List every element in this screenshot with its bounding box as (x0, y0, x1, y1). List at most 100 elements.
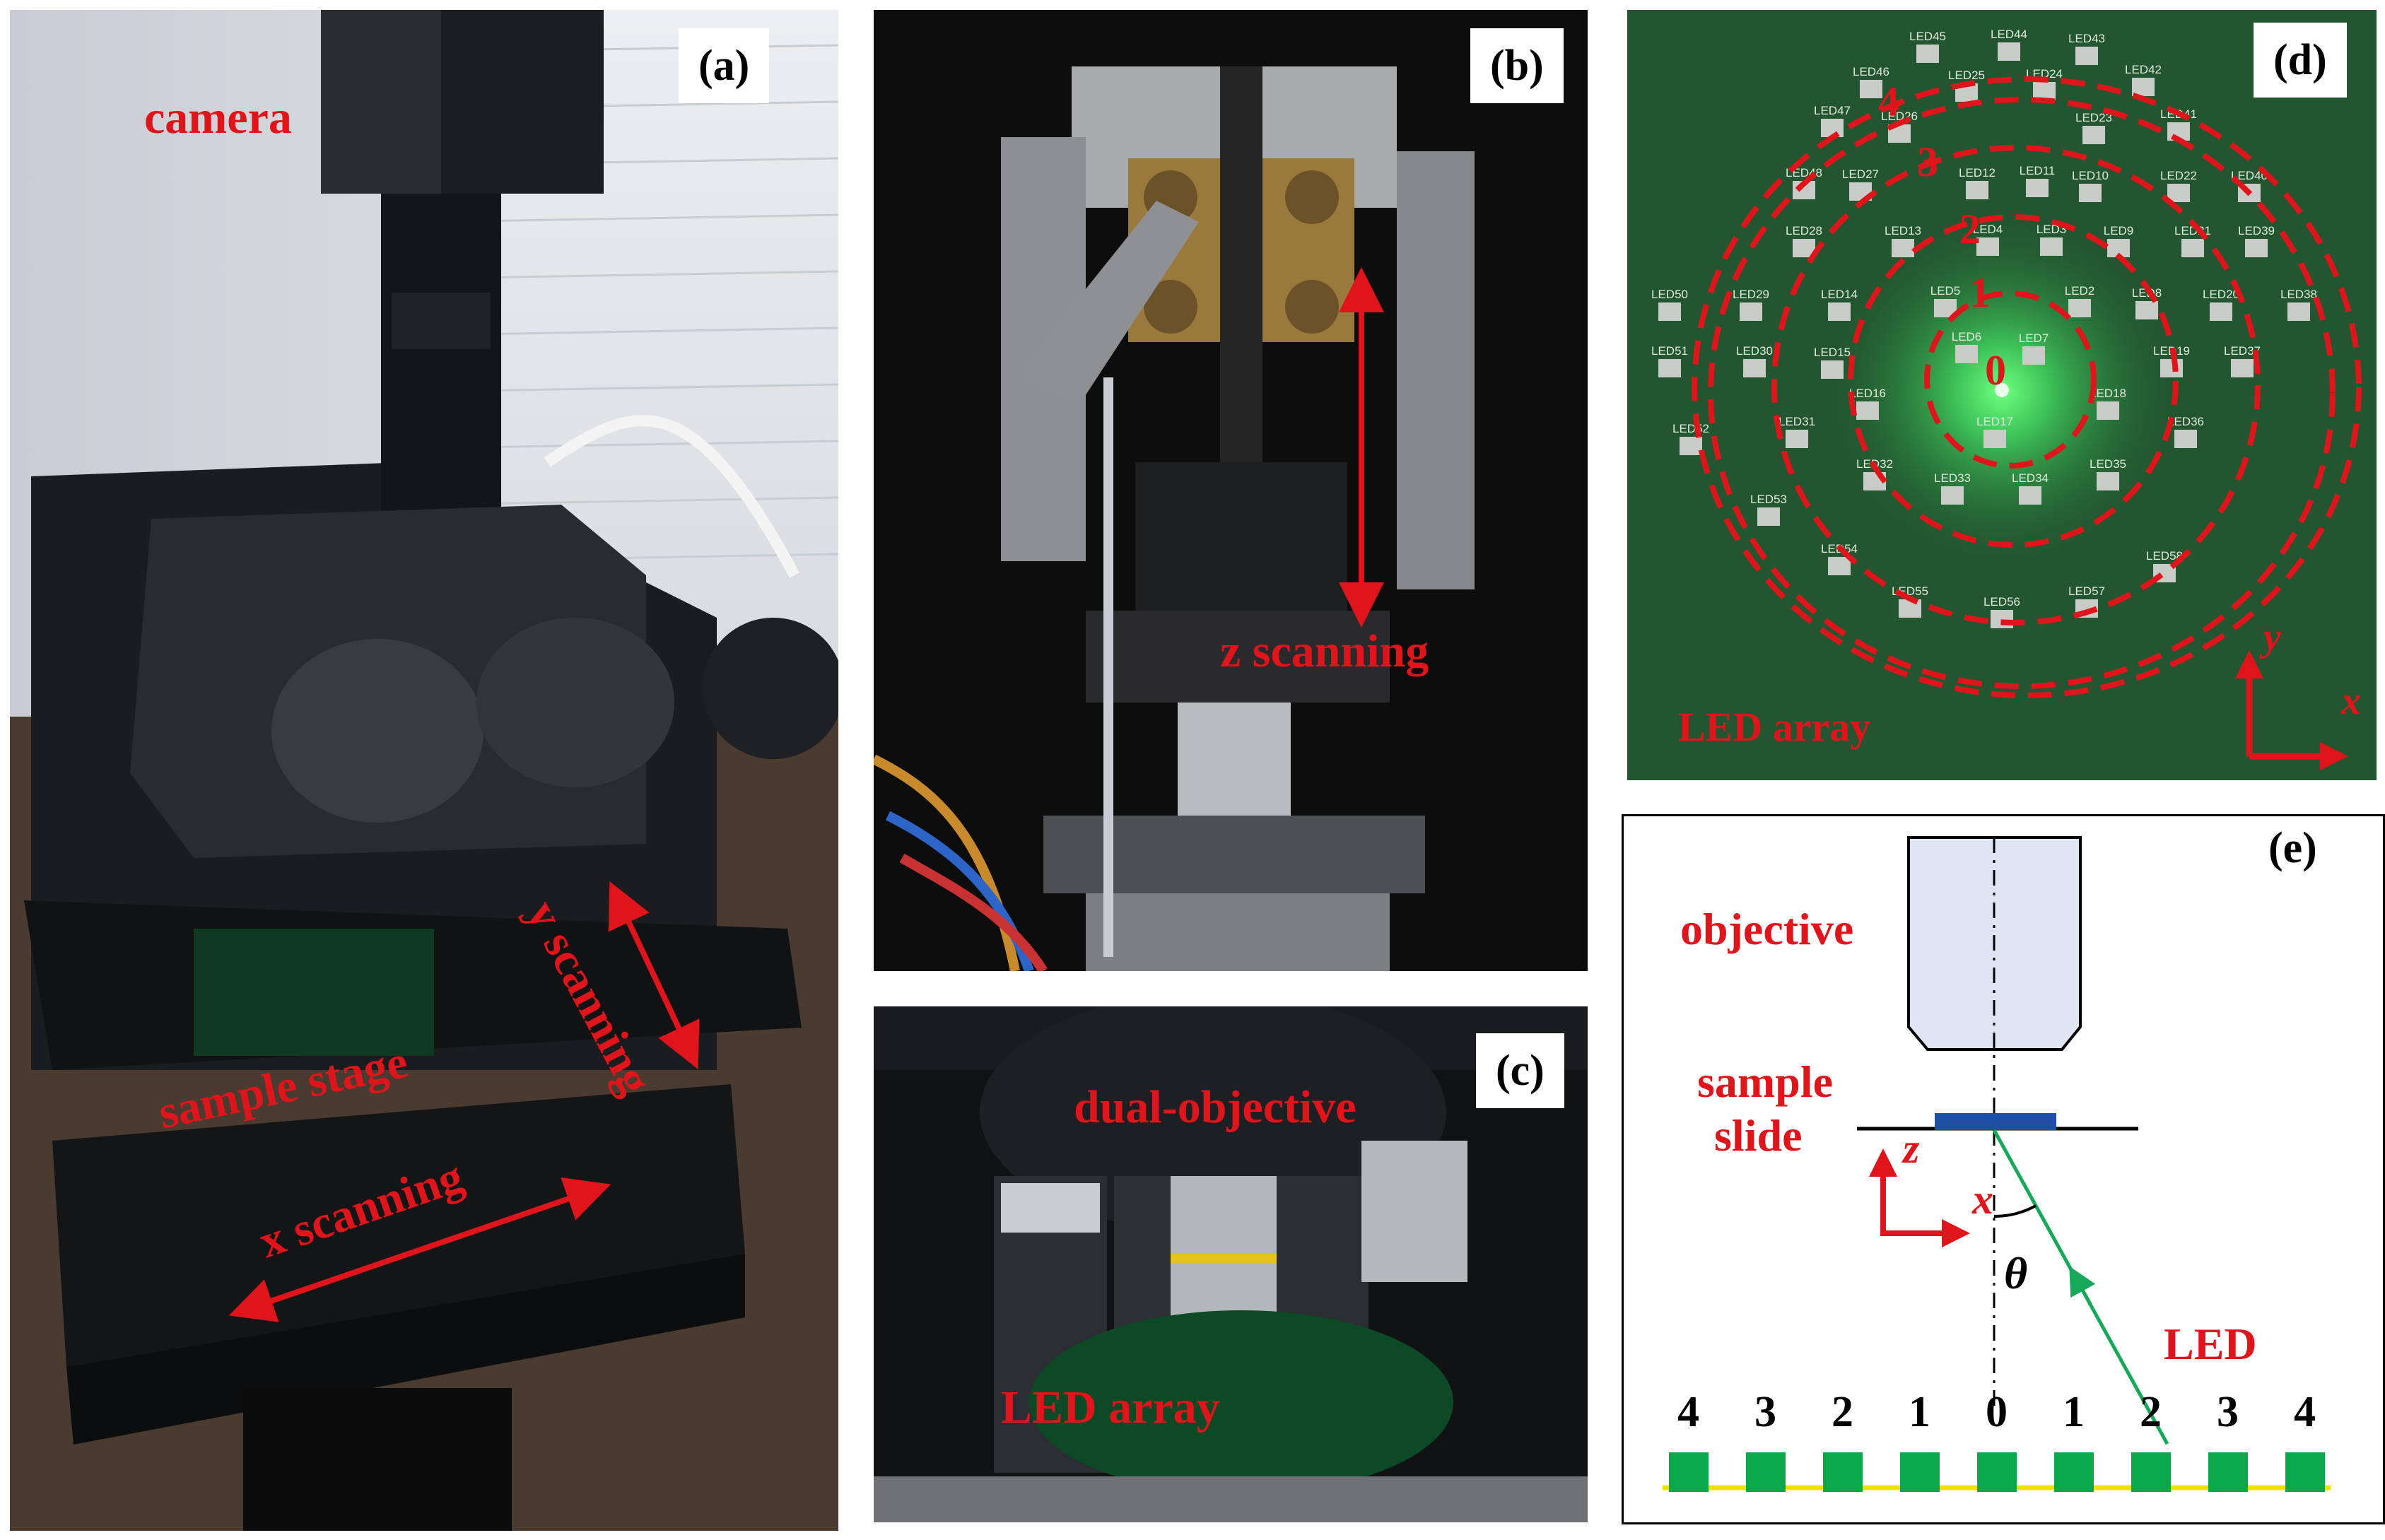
ring-label-2: 2 (1959, 206, 1981, 252)
led-pad (1983, 430, 2006, 448)
led-pad (2068, 299, 2091, 317)
led-pad (2097, 472, 2119, 490)
panel-a-microscope-photo: (a) camera y scanning sample stage x sca… (10, 10, 838, 1531)
led-index-label: 3 (2217, 1388, 2239, 1436)
led-annotation: LED (2164, 1319, 2257, 1369)
led-index-label: 0 (1986, 1388, 2008, 1436)
led-square (1669, 1452, 1709, 1492)
led-squares (1669, 1452, 2325, 1492)
led-array-annotation: LED array (1001, 1382, 1220, 1433)
led-pad (2040, 237, 2063, 256)
led-label: LED43 (2068, 32, 2105, 45)
led-label: LED27 (1842, 167, 1879, 181)
led-pad (2132, 78, 2155, 96)
panel-d-label: (d) (2254, 23, 2347, 98)
led-pad (1955, 345, 1978, 363)
scan-arrows (228, 881, 700, 1322)
led-square (1746, 1452, 1786, 1492)
led-square (1900, 1452, 1940, 1492)
z-scanning-arrow-layer (1339, 267, 1384, 628)
led-label: LED56 (1983, 595, 2020, 609)
led-pad (2097, 401, 2119, 420)
led-index-label: 4 (1677, 1388, 1699, 1436)
led-index-label: 1 (2063, 1388, 2085, 1436)
led-pad (2181, 239, 2204, 257)
led-index-label: 3 (1754, 1388, 1776, 1436)
dual-objective-annotation: dual-objective (1074, 1081, 1356, 1133)
dual-objective-photo (874, 1006, 1588, 1522)
board-y-axis-arrowhead (2235, 650, 2263, 678)
led-square (2131, 1452, 2171, 1492)
ring-label-0: 0 (1985, 347, 2006, 394)
led-label: LED34 (2012, 471, 2049, 485)
led-pad (1658, 359, 1681, 377)
led-pad (2075, 47, 2098, 65)
panel-a-label: (a) (679, 28, 770, 103)
led-pad (2174, 430, 2197, 448)
led-pad (1757, 507, 1780, 526)
led-pad (1860, 80, 1882, 98)
led-square (1977, 1452, 2017, 1492)
led-pad (1828, 557, 1851, 575)
led-label: LED12 (1959, 166, 1996, 180)
led-pad (1658, 302, 1681, 321)
ring-3 (1708, 97, 2336, 689)
led-index-label: 1 (1909, 1388, 1930, 1436)
led-pad (1916, 45, 1939, 63)
z-stage-photo (874, 10, 1588, 971)
led-label: LED46 (1853, 65, 1889, 78)
sample-annotation: sample (1697, 1057, 1833, 1107)
led-pad (1899, 599, 1921, 618)
led-pad (1786, 430, 1808, 448)
ring-ellipses (1692, 76, 2362, 698)
schematic-z-axis-label: z (1903, 1125, 1920, 1172)
objective-annotation: objective (1680, 904, 1854, 954)
led-pad (2135, 301, 2158, 319)
led-label: LED36 (2167, 415, 2204, 428)
panel-c-label: (c) (1476, 1033, 1564, 1108)
led-label: LED5 (1930, 284, 1961, 298)
led-pad (2082, 126, 2105, 144)
led-label: LED40 (2231, 169, 2268, 182)
led-pad (2231, 359, 2254, 377)
led-label: LED17 (1976, 415, 2013, 428)
led-pad (1740, 302, 1762, 321)
led-label: LED52 (1672, 422, 1709, 435)
led-label: LED23 (2075, 111, 2112, 124)
led-label: LED14 (1821, 288, 1858, 301)
panel-b-label: (b) (1470, 28, 1564, 103)
board-x-axis-label: x (2341, 679, 2361, 723)
led-pad (1991, 610, 2013, 628)
ring-label-4: 4 (1878, 78, 1899, 125)
microscope-photo (10, 10, 838, 1531)
led-square (2285, 1452, 2325, 1492)
led-array-annotation: LED array (1678, 704, 1871, 750)
led-label: LED44 (1991, 28, 2027, 41)
led-label: LED33 (1934, 471, 1971, 485)
led-label: LED30 (1736, 344, 1773, 358)
led-label: LED11 (2020, 164, 2056, 177)
schematic-z-axis-arrowhead (1869, 1148, 1897, 1177)
led-label: LED16 (1849, 387, 1886, 400)
led-pad (1941, 486, 1964, 505)
led-label: LED58 (2146, 549, 2183, 563)
board-x-axis-arrowhead (2320, 742, 2348, 770)
led-label: LED4 (1973, 223, 2003, 236)
led-label: LED13 (1885, 224, 1921, 237)
led-pad (2210, 302, 2232, 321)
led-pad (2160, 359, 2183, 377)
led-pad (1998, 42, 2020, 61)
led-pad (1828, 302, 1851, 321)
led-label: LED29 (1733, 288, 1769, 301)
led-label: LED7 (2019, 331, 2049, 345)
led-pad (1821, 360, 1844, 379)
led-pad (2079, 184, 2102, 202)
led-label: LED20 (2203, 288, 2239, 301)
led-label: LED10 (2072, 169, 2109, 182)
theta-annotation: θ (2004, 1248, 2028, 1298)
x-scanning-arrow (228, 1177, 611, 1322)
board-axes (2235, 650, 2348, 770)
ring-label-3: 3 (1917, 139, 1938, 185)
